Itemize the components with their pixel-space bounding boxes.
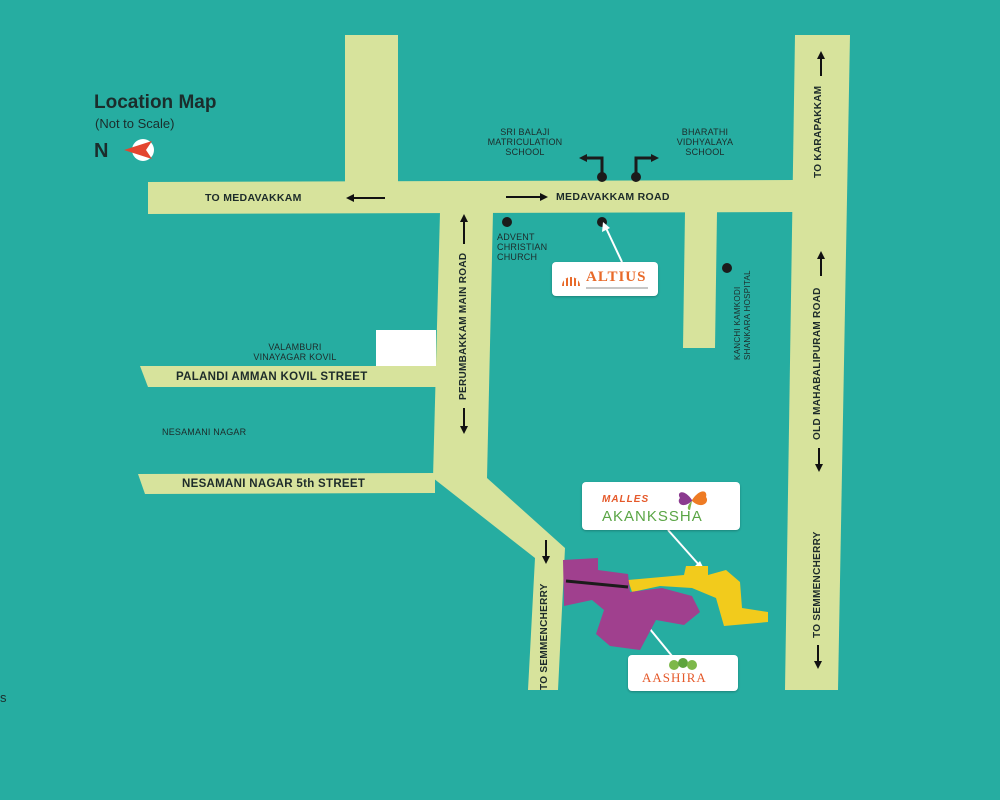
altius-wordmark: ALTIUS <box>586 269 647 285</box>
vinayagar-kovil-block <box>376 330 436 366</box>
akanksha-brand-top: MALLES <box>602 494 650 505</box>
medavakkam-road <box>148 180 795 214</box>
label-to-karapakkam: TO KARAPAKKAM <box>813 85 824 178</box>
altius-logo: ALTIUS <box>552 262 658 296</box>
north-arrow-icon <box>124 139 154 161</box>
perumbakkam-main-road <box>433 212 493 478</box>
label-to-semmencherry-right: TO SEMMENCHERRY <box>812 531 823 638</box>
label-valamburi-vinayagar-kovil: VALAMBURI VINAYAGAR KOVIL <box>253 342 337 362</box>
label-palandi-amman-kovil-street: PALANDI AMMAN KOVIL STREET <box>176 371 368 383</box>
old-mahabalipuram-road <box>785 35 850 690</box>
label-medavakkam-road: MEDAVAKKAM ROAD <box>556 191 670 203</box>
kanchi-side-road <box>683 212 717 348</box>
aashira-plot <box>563 558 700 650</box>
map-title: Location Map <box>94 92 217 113</box>
label-sri-balaji-school: SRI BALAJI MATRICULATION SCHOOL <box>487 127 563 157</box>
akanksha-plot <box>628 566 768 626</box>
direction-arrows <box>346 51 825 669</box>
top-left-road <box>345 35 398 184</box>
akanksha-wordmark: AKANKSSHA <box>602 508 703 525</box>
label-kanchi-hospital: KANCHI KAMKODI SHANKARA HOSPITAL <box>733 270 752 360</box>
label-to-medavakkam: TO MEDAVAKKAM <box>205 192 302 204</box>
butterfly-icon <box>678 491 708 510</box>
label-perumbakkam-main-road: PERUMBAKKAM MAIN ROAD <box>458 252 469 400</box>
perumbakkam-lower-road <box>433 478 565 690</box>
kanchi-hospital-dot <box>722 263 732 273</box>
altius-sun-icon <box>562 277 580 286</box>
akanksha-logo: MALLES AKANKSSHA <box>582 482 740 530</box>
label-advent-church: ADVENT CHRISTIAN CHURCH <box>497 232 548 262</box>
roads <box>138 35 850 690</box>
plot-connector <box>565 579 629 589</box>
label-bharathi-school: BHARATHI VIDHYALAYA SCHOOL <box>676 127 734 157</box>
map-subtitle: (Not to Scale) <box>95 116 175 131</box>
label-to-semmencherry-left: TO SEMMENCHERRY <box>539 583 550 690</box>
landmark-markers <box>502 154 732 273</box>
label-nesamani-nagar-5th-street: NESAMANI NAGAR 5th STREET <box>182 478 366 490</box>
tree-icon <box>669 658 697 670</box>
palandi-amman-kovil-street <box>140 366 440 387</box>
edge-letter: s <box>0 690 7 705</box>
bharathi-pointer <box>634 156 654 175</box>
aashira-wordmark: AASHIRA <box>642 670 707 685</box>
nesamani-nagar-5th-street <box>138 473 435 494</box>
advent-church-dot <box>502 217 512 227</box>
label-old-mahabalipuram-road: OLD MAHABALIPURAM ROAD <box>812 287 823 440</box>
label-nesamani-nagar: NESAMANI NAGAR <box>162 427 247 437</box>
aashira-logo: AASHIRA <box>628 655 738 691</box>
sri-balaji-pointer <box>584 156 604 175</box>
north-letter: N <box>94 140 109 162</box>
